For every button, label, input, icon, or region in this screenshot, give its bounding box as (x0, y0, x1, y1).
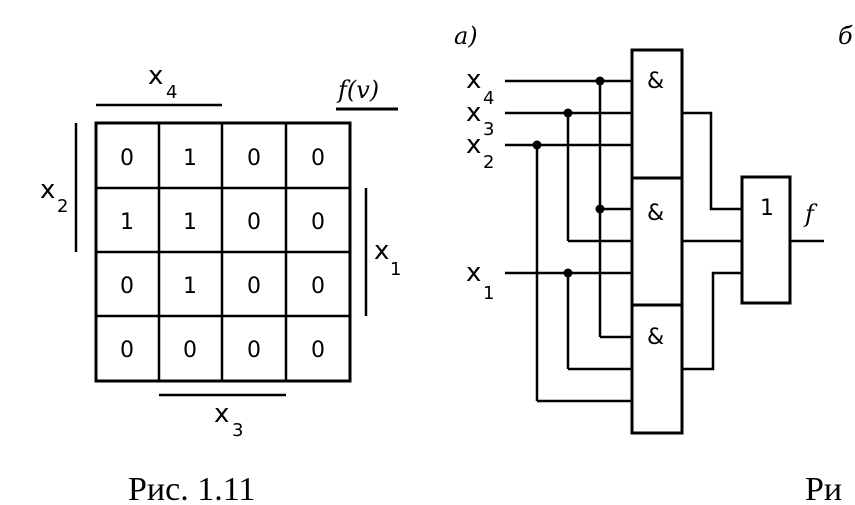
or-gate-symbol: 1 (760, 196, 774, 221)
junction-dots (532, 76, 605, 278)
svg-text:x: x (466, 65, 481, 95)
kmap-label-x4: x 4 (96, 61, 222, 107)
input-label-x3: x 3 (466, 98, 494, 140)
svg-text:2: 2 (483, 152, 494, 173)
svg-text:3: 3 (483, 119, 494, 140)
kmap-title: f(v) (336, 76, 398, 111)
svg-text:4: 4 (483, 88, 494, 109)
kmap-cell-r3-c0: 0 (120, 338, 134, 363)
and-gate-column (630, 48, 684, 435)
caption-right: Ри (805, 471, 842, 505)
kmap-x1-sub: 1 (390, 259, 401, 280)
kmap-cell-r2-c3: 0 (311, 274, 325, 299)
kmap-x2-sub: 2 (57, 196, 68, 217)
kmap-label-x1: x 1 (364, 188, 401, 316)
logic-circuit: a) б x 4 x 3 x 2 x 1 & & & 1 (454, 22, 853, 435)
circuit-panel-label-b: б (838, 22, 853, 50)
svg-text:x: x (466, 130, 481, 160)
kmap-cell-r3-c1: 0 (183, 338, 197, 363)
caption-left: Рис. 1.11 (128, 471, 255, 505)
kmap-title-text: f(v) (336, 76, 379, 104)
circuit-panel-label: a) (454, 22, 478, 50)
kmap-cell-r1-c3: 0 (311, 210, 325, 235)
kmap-cell-r2-c0: 0 (120, 274, 134, 299)
and-to-or-wires (682, 111, 742, 371)
bus-wires (535, 81, 632, 403)
kmap-cell-r2-c2: 0 (247, 274, 261, 299)
kmap-cell-r0-c1: 1 (183, 146, 197, 171)
kmap-cell-r0-c3: 0 (311, 146, 325, 171)
output-label: f (803, 200, 818, 228)
kmap-cell-r3-c2: 0 (247, 338, 261, 363)
and-gate-1-symbol: & (647, 69, 664, 94)
kmap-label-x2: x 2 (40, 123, 78, 252)
kmap-label-x3: x 3 (159, 393, 286, 441)
kmap-x3-base: x (214, 399, 229, 429)
karnaugh-map: 0 1 0 0 1 1 0 0 0 1 0 0 0 0 0 0 x 4 f(v) x 2 x 1 x 3 (40, 61, 401, 441)
kmap-cell-r0-c2: 0 (247, 146, 261, 171)
input-label-x2: x 2 (466, 130, 494, 173)
kmap-cell-r3-c3: 0 (311, 338, 325, 363)
svg-text:x: x (466, 98, 481, 128)
kmap-x3-sub: 3 (232, 420, 243, 441)
kmap-x2-base: x (40, 175, 55, 205)
svg-text:x: x (466, 258, 481, 288)
kmap-cell-r1-c1: 1 (183, 210, 197, 235)
and-gate-3-symbol: & (647, 325, 664, 350)
kmap-x1-base: x (374, 236, 389, 266)
kmap-grid (96, 123, 350, 381)
kmap-x4-sub: 4 (166, 82, 177, 103)
svg-text:1: 1 (483, 283, 494, 304)
input-label-x4: x 4 (466, 65, 494, 109)
kmap-x4-base: x (148, 61, 163, 91)
input-label-x1: x 1 (466, 258, 494, 304)
kmap-cell-r1-c0: 1 (120, 210, 134, 235)
kmap-cells: 0 1 0 0 1 1 0 0 0 1 0 0 0 0 0 0 (120, 146, 325, 363)
kmap-cell-r0-c0: 0 (120, 146, 134, 171)
and-gate-2-symbol: & (647, 201, 664, 226)
kmap-cell-r2-c1: 1 (183, 274, 197, 299)
kmap-cell-r1-c2: 0 (247, 210, 261, 235)
